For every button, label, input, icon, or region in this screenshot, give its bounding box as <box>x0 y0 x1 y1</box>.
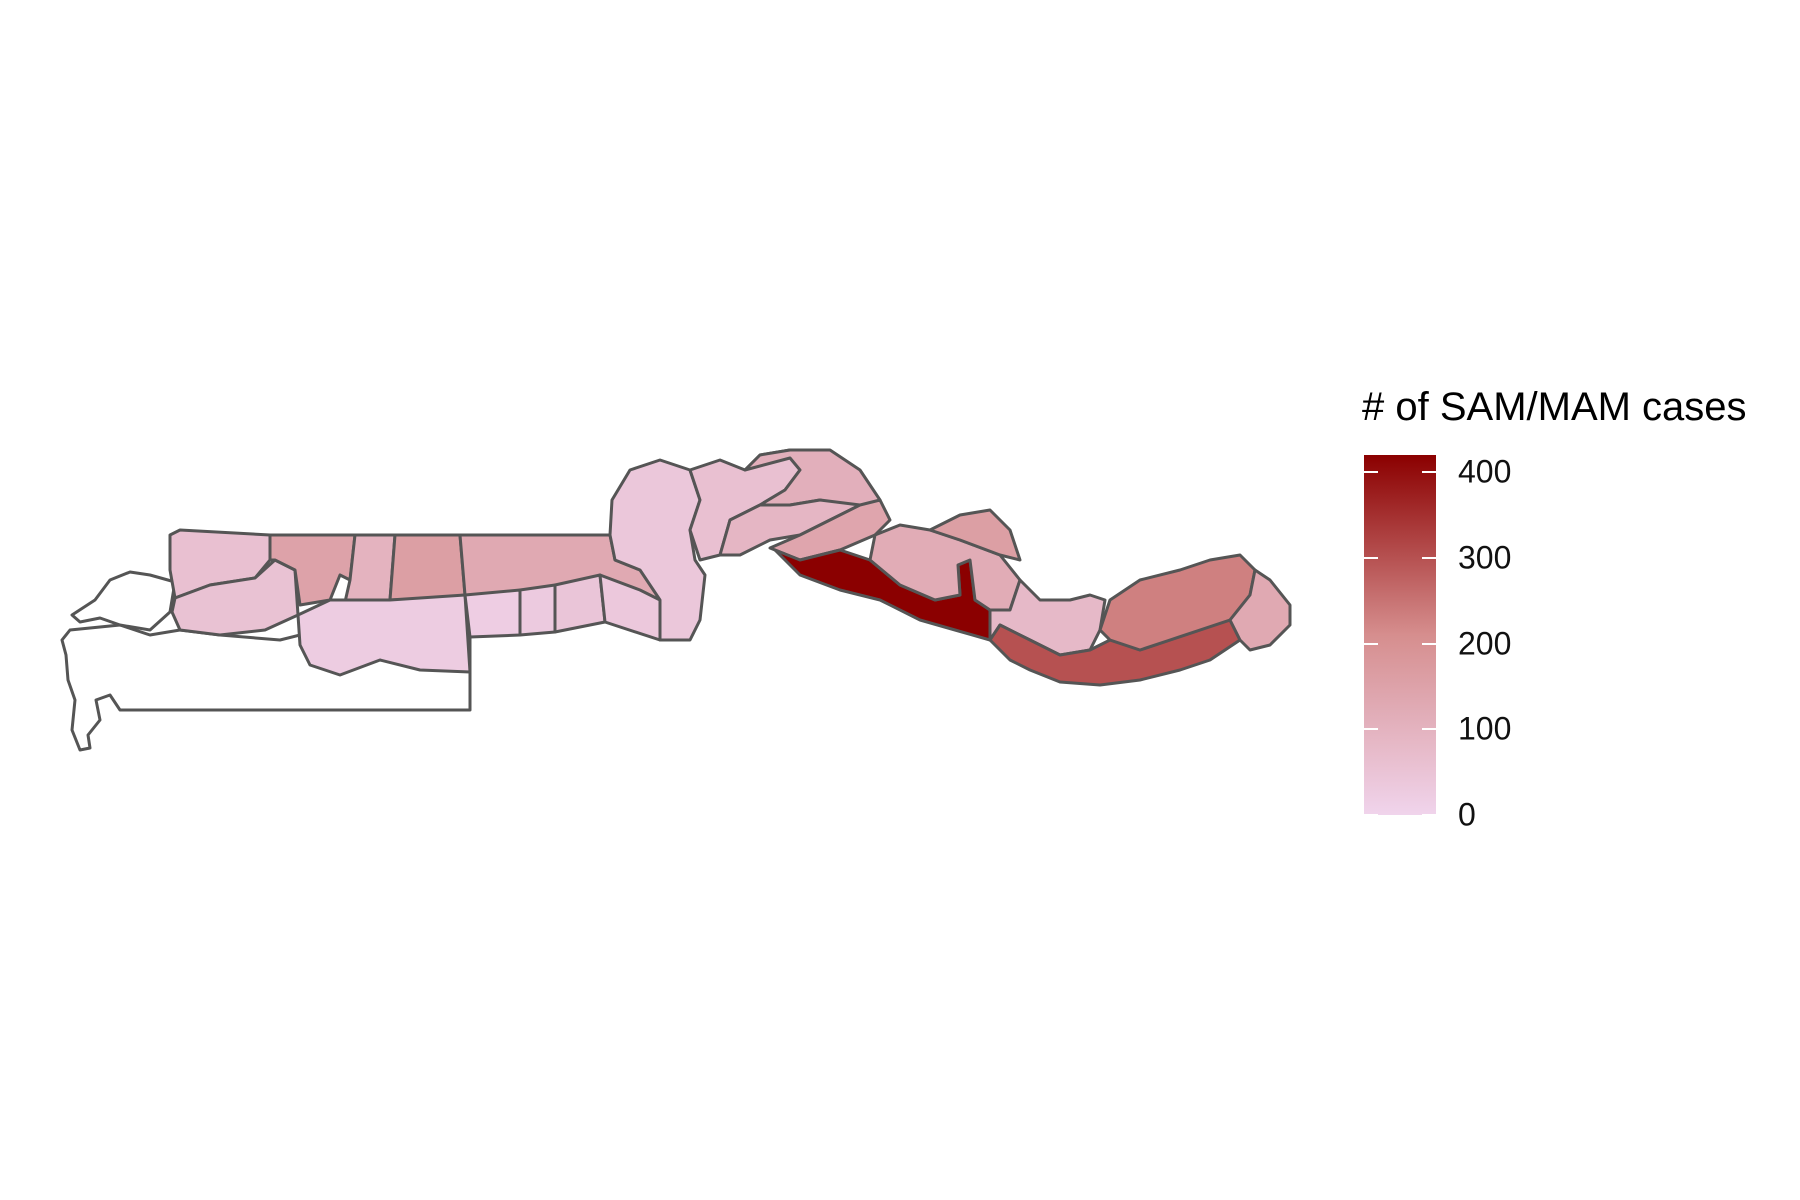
region-no-data <box>70 570 177 632</box>
legend-tick-mark <box>1422 814 1436 816</box>
legend-tick-mark <box>1422 471 1436 474</box>
region-central-8 <box>928 508 1022 562</box>
legend-tick-mark <box>1422 728 1436 731</box>
region-upper-river-4 <box>1228 568 1292 652</box>
map-regions <box>60 448 1292 752</box>
legend-title: # of SAM/MAM cases <box>1362 385 1747 429</box>
region-north-bank-3 <box>388 533 467 602</box>
legend-tick-mark <box>1364 814 1378 816</box>
legend-tick-label: 300 <box>1458 539 1512 576</box>
legend-tick-mark <box>1422 556 1436 559</box>
region-lower-river-1 <box>463 588 522 639</box>
legend-tick-label: 200 <box>1458 625 1512 662</box>
legend-tick-mark <box>1364 471 1378 474</box>
legend-tick-label: 100 <box>1458 710 1512 747</box>
region-lower-river-2 <box>518 583 557 637</box>
legend-tick-mark <box>1364 728 1378 731</box>
region-lower-river-south <box>296 593 472 677</box>
legend-color-bar <box>1364 455 1436 815</box>
region-central-1 <box>608 458 707 642</box>
legend-tick-mark <box>1364 642 1378 645</box>
legend-tick-label: 0 <box>1458 796 1476 833</box>
legend-tick-label: 400 <box>1458 453 1512 490</box>
region-north-bank-2 <box>343 533 397 604</box>
region-lower-river-3 <box>553 573 607 634</box>
legend-tick-mark <box>1364 556 1378 559</box>
legend-tick-mark <box>1422 642 1436 645</box>
